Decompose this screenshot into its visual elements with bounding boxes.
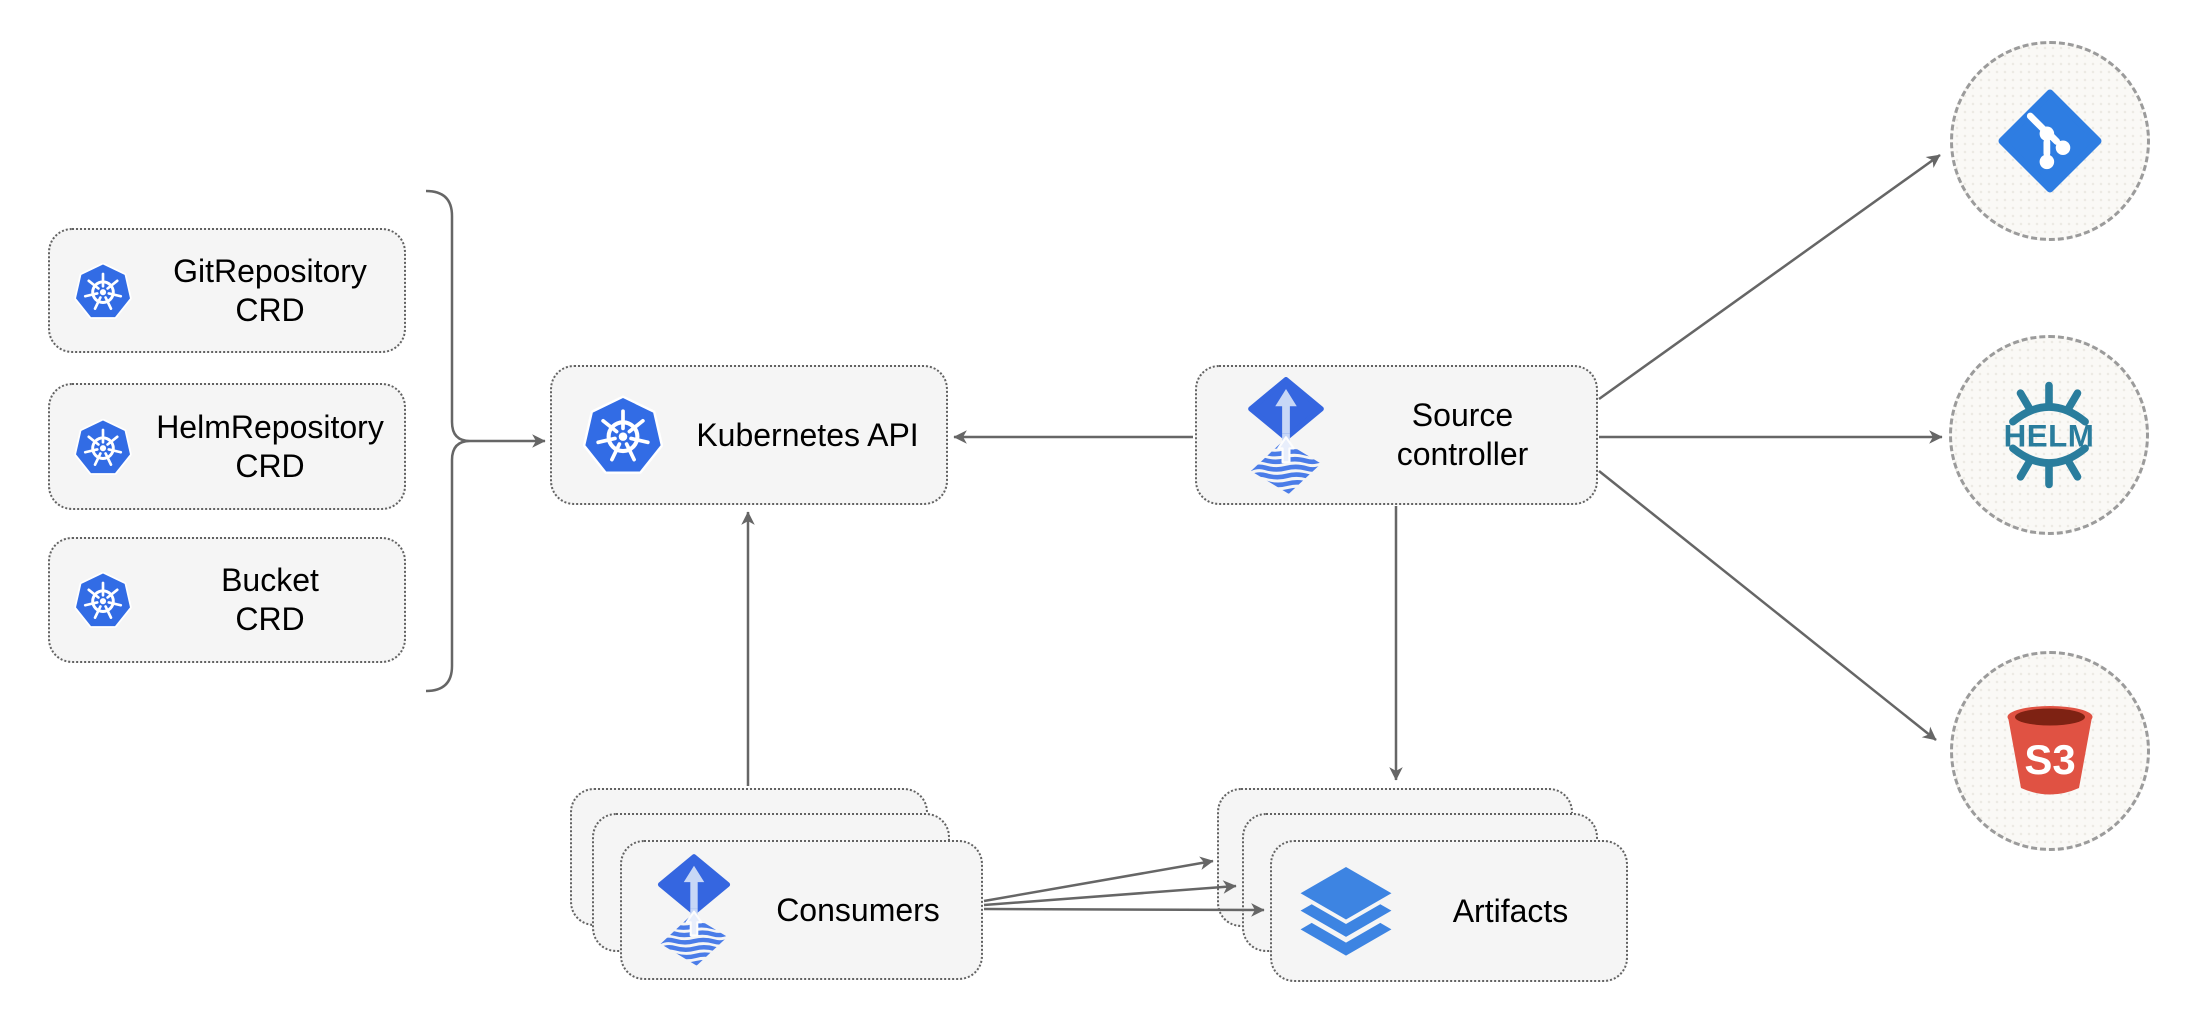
node-s3-source: S3 bbox=[1950, 651, 2150, 851]
s3-logo-text: S3 bbox=[2024, 736, 2075, 783]
node-label-kubernetes-api: Kubernetes API bbox=[696, 416, 919, 453]
layers-icon bbox=[1297, 865, 1395, 958]
node-source-controller: Source controller bbox=[1195, 365, 1598, 505]
node-label-gitrepository-crd: GitRepository CRD bbox=[173, 252, 367, 328]
kubernetes-icon bbox=[577, 388, 669, 482]
git-icon bbox=[1998, 89, 2102, 193]
kubernetes-icon bbox=[70, 413, 136, 481]
node-gitrepository-crd: GitRepository CRD bbox=[48, 228, 406, 353]
node-bucket-crd: Bucket CRD bbox=[48, 537, 406, 663]
s3-icon: S3 bbox=[1995, 695, 2105, 807]
node-label-helmrepository-crd: HelmRepository CRD bbox=[156, 408, 384, 484]
kubernetes-icon bbox=[70, 257, 136, 325]
crd-group-bracket bbox=[425, 189, 471, 693]
edge-source-controller-to-git bbox=[1598, 153, 1941, 401]
flux-icon bbox=[1243, 377, 1329, 494]
helm-icon: HELM bbox=[1992, 378, 2106, 492]
node-label-source-controller: Source controller bbox=[1396, 397, 1529, 472]
node-helmrepository-crd: HelmRepository CRD bbox=[48, 383, 406, 510]
node-consumers: Consumers bbox=[620, 840, 983, 980]
edge-consumers-to-artifacts-1 bbox=[983, 856, 1214, 903]
kubernetes-icon bbox=[70, 566, 136, 634]
flux-icon bbox=[653, 854, 735, 966]
node-kubernetes-api: Kubernetes API bbox=[550, 365, 948, 505]
node-helm-source: HELM bbox=[1949, 335, 2149, 535]
node-label-bucket-crd: Bucket CRD bbox=[221, 562, 319, 637]
node-git-source bbox=[1950, 41, 2150, 241]
node-artifacts: Artifacts bbox=[1270, 840, 1628, 982]
node-label-consumers: Consumers bbox=[776, 891, 940, 928]
helm-logo-text: HELM bbox=[2004, 418, 2095, 453]
edge-source-controller-to-s3 bbox=[1598, 470, 1937, 741]
edge-consumers-to-artifacts-2 bbox=[983, 880, 1237, 907]
node-label-artifacts: Artifacts bbox=[1452, 892, 1569, 929]
